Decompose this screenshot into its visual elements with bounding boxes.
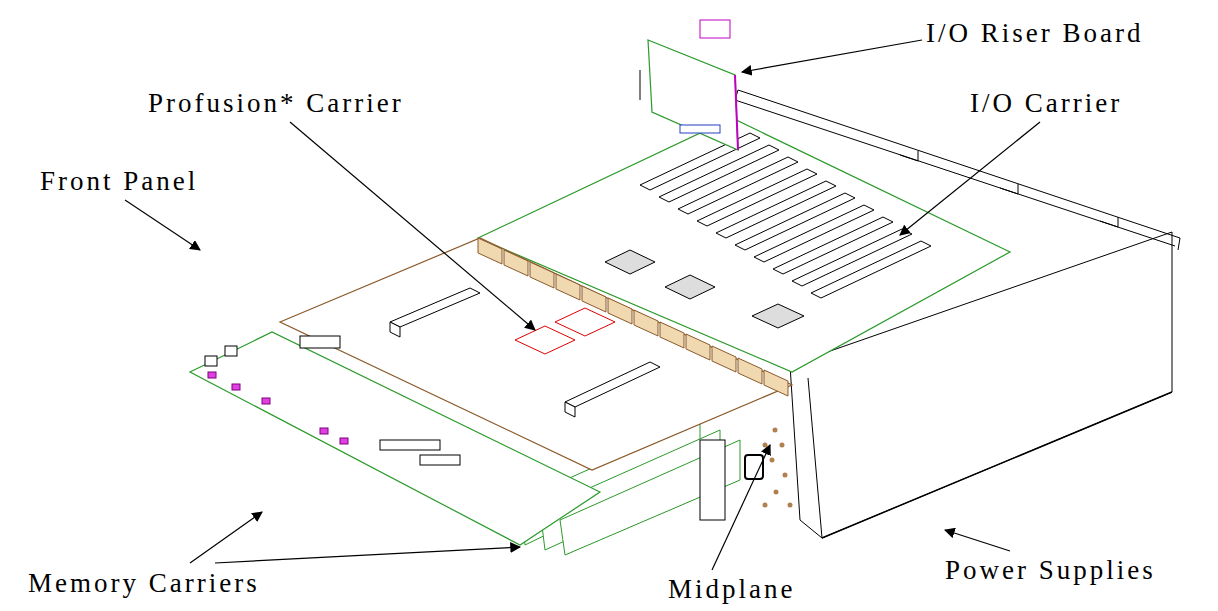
leader-line — [125, 40, 1040, 570]
midplane-connector — [634, 310, 658, 336]
front-panel-component — [205, 336, 460, 465]
profusion-chip — [515, 308, 615, 354]
io-riser-board — [640, 20, 738, 150]
memory-slot — [390, 288, 660, 417]
midplane-connector — [582, 286, 606, 312]
part-label: Profusion* Carrier — [148, 90, 404, 117]
front-panel-board — [190, 332, 600, 545]
pci-slot — [811, 241, 931, 298]
io-carrier-board — [478, 118, 1010, 372]
part-label: Power Supplies — [945, 557, 1156, 584]
part-label: Memory Carriers — [28, 570, 260, 597]
pci-slot — [640, 133, 931, 298]
midplane-connector — [504, 250, 528, 276]
midplane-connector — [478, 238, 502, 264]
midplane-connector — [608, 298, 632, 324]
midplane-connector — [530, 262, 554, 288]
midplane-connector — [686, 334, 710, 360]
midplane-connector — [712, 346, 736, 372]
part-label: Front Panel — [40, 168, 198, 195]
power-supply-housing — [790, 232, 1172, 538]
midplane-connector — [738, 358, 762, 384]
front-panel-led — [208, 372, 348, 444]
part-label: I/O Riser Board — [926, 20, 1143, 47]
midplane-connector — [764, 370, 788, 396]
midplane-connector — [478, 238, 788, 396]
part-label: Midplane — [668, 576, 795, 603]
midplane-connector — [660, 322, 684, 348]
part-label: I/O Carrier — [970, 90, 1122, 117]
midplane-connector — [556, 274, 580, 300]
